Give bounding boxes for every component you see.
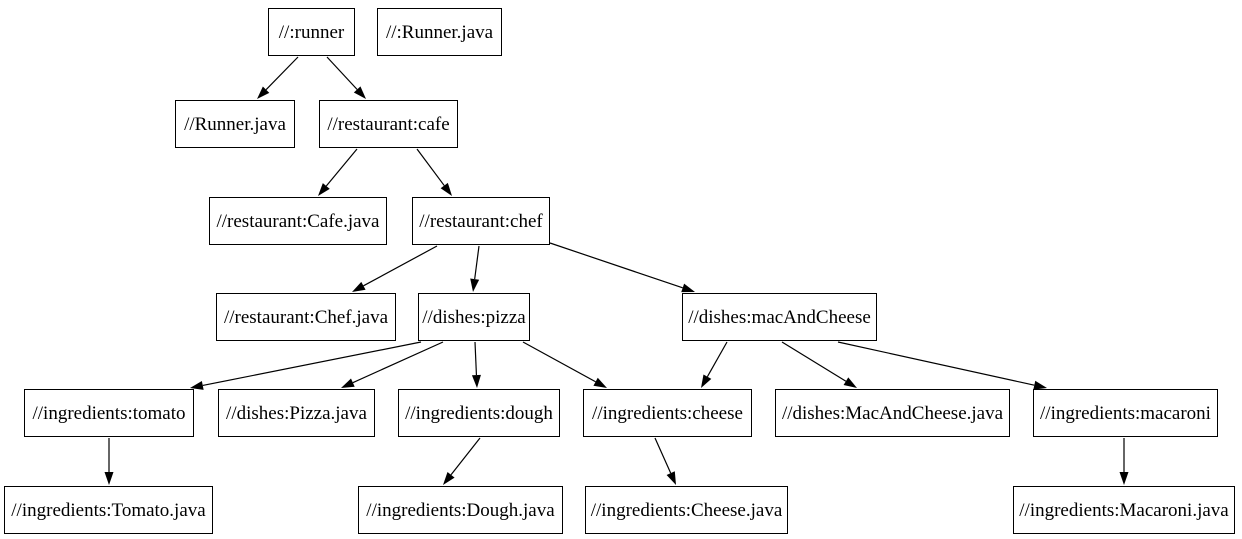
node-runner: //:runner [268, 8, 355, 56]
arrowhead-icon [104, 472, 114, 485]
arrowhead-icon [471, 374, 481, 388]
node-label: //ingredients:Tomato.java [11, 499, 206, 521]
node-label: //restaurant:cafe [327, 113, 450, 135]
node-label: //dishes:pizza [422, 306, 526, 328]
node-dough-java: //ingredients:Dough.java [358, 486, 563, 534]
edge-runner-to-cafe [326, 56, 366, 99]
arrowhead-icon [593, 377, 607, 388]
edge-mac-and-cheese-to-macaroni [837, 341, 1047, 390]
arrowhead-icon [443, 472, 455, 485]
arrowhead-icon [318, 183, 330, 196]
node-mac-and-cheese: //dishes:macAndCheese [682, 293, 877, 341]
node-label: //restaurant:chef [419, 210, 543, 232]
edge-pizza-to-dough [471, 341, 481, 388]
arrowhead-icon [353, 86, 366, 99]
node-pizza: //dishes:pizza [418, 293, 530, 341]
edge-chef-to-chef-java [352, 245, 438, 292]
arrowhead-icon [701, 374, 712, 388]
edge-mac-and-cheese-to-mac-and-cheese-java [781, 341, 857, 388]
arrowhead-icon [470, 278, 480, 292]
node-label: //ingredients:Cheese.java [590, 499, 783, 521]
node-macaroni: //ingredients:macaroni [1033, 389, 1218, 437]
edge-runner-to-runner-java [257, 56, 299, 99]
node-label: //ingredients:tomato [32, 402, 186, 424]
edge-pizza-to-pizza-java [341, 341, 444, 388]
node-tomato: //ingredients:tomato [24, 389, 194, 437]
node-cheese: //ingredients:cheese [583, 389, 752, 437]
edge-chef-to-mac-and-cheese [549, 242, 695, 293]
edge-cafe-to-cafe-java [318, 148, 358, 196]
arrowhead-icon [257, 86, 270, 99]
node-label: //:runner [278, 21, 345, 43]
node-label: //restaurant:Cafe.java [216, 210, 380, 232]
node-mac-and-cheese-java: //dishes:MacAndCheese.java [775, 389, 1010, 437]
edge-dough-to-dough-java [443, 437, 481, 485]
node-label: //ingredients:cheese [592, 402, 743, 424]
node-label: //ingredients:macaroni [1040, 402, 1211, 424]
node-tomato-java: //ingredients:Tomato.java [4, 486, 213, 534]
node-runner-java: //Runner.java [175, 100, 295, 148]
node-cafe-java: //restaurant:Cafe.java [209, 197, 387, 245]
node-macaroni-java: //ingredients:Macaroni.java [1013, 486, 1235, 534]
node-label: //dishes:MacAndCheese.java [781, 402, 1004, 424]
node-label: //:Runner.java [385, 21, 494, 43]
node-label: //ingredients:dough [405, 402, 553, 424]
node-cheese-java: //ingredients:Cheese.java [585, 486, 788, 534]
node-label: //dishes:macAndCheese [688, 306, 871, 328]
node-pizza-java: //dishes:Pizza.java [218, 389, 375, 437]
edge-pizza-to-tomato [190, 341, 422, 390]
node-cafe: //restaurant:cafe [319, 100, 458, 148]
edge-macaroni-to-macaroni-java [1119, 438, 1129, 485]
edge-tomato-to-tomato-java [104, 438, 114, 485]
node-chef-java: //restaurant:Chef.java [216, 293, 396, 341]
edge-mac-and-cheese-to-cheese [701, 341, 728, 388]
edge-cheese-to-cheese-java [654, 437, 676, 485]
edge-pizza-to-cheese [522, 341, 607, 388]
edge-cafe-to-chef [416, 148, 452, 196]
node-label: //restaurant:Chef.java [223, 306, 389, 328]
arrowhead-icon [1119, 472, 1129, 485]
node-label: //Runner.java [184, 113, 286, 135]
arrowhead-icon [352, 281, 366, 292]
arrowhead-icon [341, 378, 355, 388]
arrowhead-icon [440, 182, 452, 196]
arrowhead-icon [681, 283, 695, 293]
node-label: //ingredients:Macaroni.java [1019, 499, 1229, 521]
edge-chef-to-pizza [470, 245, 480, 292]
node-label: //ingredients:Dough.java [366, 499, 555, 521]
node-label: //dishes:Pizza.java [226, 402, 367, 424]
node-runner-java-root: //:Runner.java [377, 8, 502, 56]
node-dough: //ingredients:dough [398, 389, 560, 437]
node-chef: //restaurant:chef [412, 197, 550, 245]
arrowhead-icon [666, 471, 676, 485]
arrowhead-icon [843, 377, 857, 388]
